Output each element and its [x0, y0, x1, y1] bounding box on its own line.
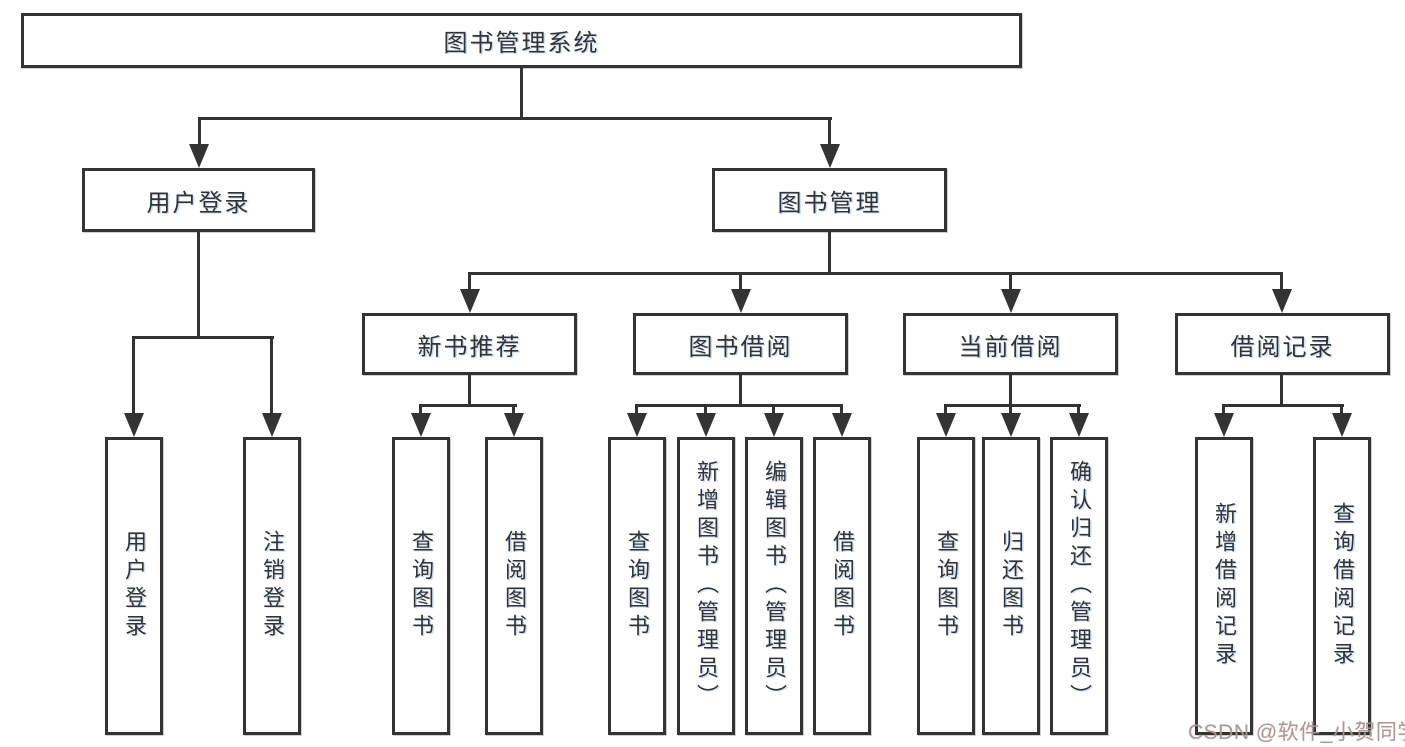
connector-line — [468, 375, 471, 407]
connector-line — [520, 68, 523, 120]
connector-line — [419, 404, 422, 416]
csdn-watermark: CSDN @软件_小贺同学 — [1188, 721, 1405, 744]
connector-line — [198, 117, 201, 147]
arrow-down-icon — [1001, 289, 1021, 313]
leaf-return-books: 归还图书 — [982, 437, 1040, 735]
arrow-down-icon — [262, 413, 282, 437]
connector-line — [1340, 404, 1343, 416]
node-user-login: 用户登录 — [82, 168, 315, 232]
arrow-down-icon — [1332, 413, 1352, 437]
connector-line — [270, 336, 273, 416]
arrow-down-icon — [731, 289, 751, 313]
connector-line — [197, 232, 200, 339]
arrow-down-icon — [189, 144, 209, 168]
leaf-logout: 注销登录 — [243, 437, 301, 735]
connector-line — [1077, 404, 1080, 416]
leaf-borrow-books: 借阅图书 — [813, 437, 871, 735]
connector-line — [1222, 404, 1344, 407]
connector-line — [772, 404, 775, 416]
node-current-borrow: 当前借阅 — [903, 313, 1118, 375]
arrow-down-icon — [627, 413, 647, 437]
connector-line — [840, 404, 843, 416]
arrow-down-icon — [696, 413, 716, 437]
connector-line — [739, 375, 742, 407]
connector-line — [635, 404, 638, 416]
arrow-down-icon — [1001, 413, 1021, 437]
connector-line — [739, 272, 742, 291]
connector-line — [1280, 375, 1283, 407]
connector-line — [468, 272, 1283, 275]
connector-line — [132, 336, 135, 416]
leaf-query-books: 查询图书 — [608, 437, 666, 735]
connector-line — [419, 404, 517, 407]
arrow-down-icon — [764, 413, 784, 437]
node-borrow-records: 借阅记录 — [1175, 313, 1390, 375]
leaf-query-books: 查询图书 — [917, 437, 975, 735]
node-new-book-recommend: 新书推荐 — [362, 313, 577, 375]
node-root-library-system: 图书管理系统 — [21, 13, 1022, 68]
leaf-user-login: 用户登录 — [105, 437, 163, 735]
connector-line — [1009, 404, 1012, 416]
leaf-confirm-return-admin: 确认归还（管理员） — [1050, 437, 1108, 735]
connector-line — [132, 336, 274, 339]
arrow-down-icon — [504, 413, 524, 437]
leaf-query-books: 查询图书 — [392, 437, 450, 735]
node-book-borrow: 图书借阅 — [633, 313, 848, 375]
node-book-management: 图书管理 — [712, 168, 947, 232]
connector-line — [198, 117, 832, 120]
connector-line — [468, 272, 471, 291]
arrow-down-icon — [832, 413, 852, 437]
arrow-down-icon — [411, 413, 431, 437]
connector-line — [704, 404, 707, 416]
connector-line — [1280, 272, 1283, 291]
connector-line — [1222, 404, 1225, 416]
connector-line — [1009, 272, 1012, 291]
arrow-down-icon — [1214, 413, 1234, 437]
connector-line — [944, 404, 1081, 407]
connector-line — [828, 117, 831, 147]
connector-line — [828, 232, 831, 275]
arrow-down-icon — [1069, 413, 1089, 437]
arrow-down-icon — [124, 413, 144, 437]
leaf-add-borrow-record: 新增借阅记录 — [1195, 437, 1253, 735]
leaf-add-books-admin: 新增图书（管理员） — [677, 437, 735, 735]
leaf-borrow-books: 借阅图书 — [485, 437, 543, 735]
arrow-down-icon — [936, 413, 956, 437]
leaf-edit-books-admin: 编辑图书（管理员） — [745, 437, 803, 735]
leaf-query-borrow-record: 查询借阅记录 — [1313, 437, 1371, 735]
arrow-down-icon — [460, 289, 480, 313]
connector-line — [512, 404, 515, 416]
arrow-down-icon — [820, 144, 840, 168]
arrow-down-icon — [1272, 289, 1292, 313]
connector-line — [1009, 375, 1012, 407]
connector-line — [635, 404, 843, 407]
connector-line — [944, 404, 947, 416]
